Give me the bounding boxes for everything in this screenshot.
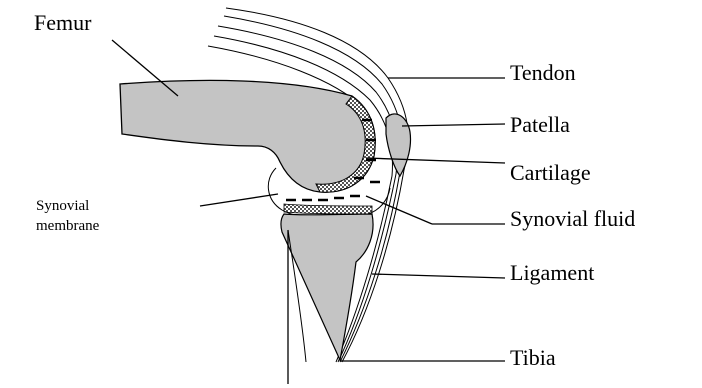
label-synovial-membrane: Synovial membrane (36, 196, 99, 236)
label-tendon: Tendon (510, 62, 576, 84)
patella-bone (386, 114, 411, 176)
synovial-membrane-leader (200, 194, 278, 206)
ligament-leader (372, 274, 505, 278)
tibia-bone (281, 214, 373, 360)
label-cartilage: Cartilage (510, 162, 591, 184)
label-tibia: Tibia (510, 347, 556, 369)
tibia-cartilage (284, 204, 372, 214)
label-femur: Femur (34, 12, 91, 34)
label-ligament: Ligament (510, 262, 594, 284)
label-synovial-fluid: Synovial fluid (510, 208, 635, 230)
label-synovial-membrane-line2: membrane (36, 216, 99, 236)
patella-leader (402, 124, 505, 126)
label-synovial-membrane-line1: Synovial (36, 196, 99, 216)
cartilage-leader (366, 158, 505, 163)
femur-bone (120, 80, 375, 192)
label-patella: Patella (510, 114, 570, 136)
